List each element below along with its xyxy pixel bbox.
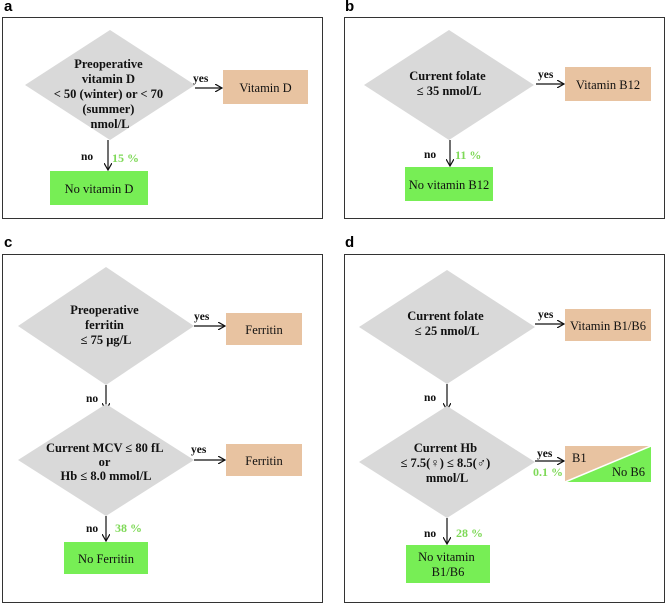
panel-c-decision2-line-2: or xyxy=(99,455,111,469)
panel-c-yes1-box-text: Ferritin xyxy=(245,323,283,337)
panel-b-percent: 11 % xyxy=(455,148,481,162)
panel-d-no-box-text: No vitamin B1/B6 xyxy=(418,550,478,579)
panel-letter-a: a xyxy=(4,0,13,15)
panel-d-decision1-text: Current folate ≤ 25 nmol/L xyxy=(407,309,487,338)
panel-d-yes2-percent: 0.1 % xyxy=(533,465,563,479)
panel-d-decision2-line-3: mmol/L xyxy=(426,471,468,485)
panel-c-no-box-text: No Ferritin xyxy=(78,552,135,566)
panel-c-decision1-line-1: Preoperative xyxy=(70,303,139,317)
panel-letter-c: c xyxy=(4,234,13,251)
panel-d-no-box xyxy=(406,545,490,583)
panel-c-decision2-line-1: Current MCV ≤ 80 fL xyxy=(46,441,163,455)
panel-d-yes1-label: yes xyxy=(538,309,554,321)
panel-c-decision2-text: Current MCV ≤ 80 fL or Hb ≤ 8.0 mmol/L xyxy=(46,441,166,483)
panel-b-frame xyxy=(344,17,665,219)
panel-d-split-top-text: B1 xyxy=(572,451,587,465)
panel-a-decision-line-5: nmol/L xyxy=(91,117,130,131)
panel-d-no-box-line-1: No vitamin xyxy=(418,550,475,564)
panel-d-yes1-box xyxy=(565,309,651,341)
panel-d-decision1-diamond xyxy=(359,270,535,384)
panel-b-decision-text: Current folate ≤ 35 nmol/L xyxy=(409,69,489,98)
panel-c-decision1-line-2: ferritin xyxy=(85,318,124,332)
panel-d-decision2-text: Current Hb ≤ 7.5(♀) ≤ 8.5(♂) mmol/L xyxy=(401,441,494,485)
panel-d-split-divider xyxy=(564,445,652,483)
panel-c-yes2-box-text: Ferritin xyxy=(245,454,283,468)
panel-c-decision2-line-3: Hb ≤ 8.0 mmol/L xyxy=(61,469,152,483)
panel-d-decision2-line-2: ≤ 7.5(♀) ≤ 8.5(♂) xyxy=(401,456,491,470)
panel-d-yes1-box-text: Vitamin B1/B6 xyxy=(570,319,646,333)
panel-a-no-label: no xyxy=(81,151,93,163)
panel-d-no-box-line-2: B1/B6 xyxy=(432,565,465,579)
panel-b-decision-diamond xyxy=(364,30,534,140)
panel-a-yes-label: yes xyxy=(193,73,209,85)
panel-c-decision2-diamond xyxy=(18,404,194,516)
panel-a-decision-text: Preoperative vitamin D < 50 (winter) or … xyxy=(54,57,167,131)
panel-a-decision-line-1: Preoperative xyxy=(74,57,143,71)
panel-d-no1-label: no xyxy=(424,392,436,404)
panel-c-decision1-line-3: ≤ 75 μg/L xyxy=(81,333,132,347)
panel-b-no-box-text: No vitamin B12 xyxy=(409,178,490,192)
panel-a-decision-line-2: vitamin D xyxy=(82,72,135,86)
panel-c-decision1-text: Preoperative ferritin ≤ 75 μg/L xyxy=(70,303,142,347)
panel-a-yes-box xyxy=(223,70,308,104)
panel-a-decision-diamond xyxy=(25,30,195,140)
panel-c-yes1-box xyxy=(226,313,302,345)
panel-c-yes2-label: yes xyxy=(191,444,207,456)
panel-letter-d: d xyxy=(345,234,355,251)
panel-d-decision2-line-1: Current Hb xyxy=(414,441,477,455)
panel-d-decision1-line-1: Current folate xyxy=(407,309,484,323)
panel-letter-b: b xyxy=(345,0,355,15)
panel-b-decision-line-2: ≤ 35 nmol/L xyxy=(417,84,482,98)
panel-d-decision1-line-2: ≤ 25 nmol/L xyxy=(415,324,480,338)
panel-b-yes-label: yes xyxy=(538,69,554,81)
panel-b-no-label: no xyxy=(424,149,436,161)
panel-b-decision-line-1: Current folate xyxy=(409,69,486,83)
panel-d-split-bottom-text: No B6 xyxy=(612,465,645,479)
panel-a-no-box-text: No vitamin D xyxy=(65,182,134,196)
panel-a-yes-box-text: Vitamin D xyxy=(239,81,291,95)
panel-b-no-box xyxy=(405,167,493,201)
panel-b-yes-box xyxy=(565,67,651,101)
panel-a-no-box xyxy=(50,171,148,205)
panel-c-no-box xyxy=(64,542,148,574)
panel-a-decision-line-3: < 50 (winter) or < 70 xyxy=(54,87,163,101)
panel-c-yes1-label: yes xyxy=(194,311,210,323)
panel-c-decision1-diamond xyxy=(18,267,194,385)
panel-c-yes2-box xyxy=(226,444,302,476)
panel-b-yes-box-text: Vitamin B12 xyxy=(576,78,640,92)
panel-c-no2-label: no xyxy=(86,523,98,535)
panel-a-decision-line-4: (summer) xyxy=(82,102,134,116)
panel-c-no1-label: no xyxy=(86,393,98,405)
panel-d-percent: 28 % xyxy=(456,526,483,540)
panel-a-percent: 15 % xyxy=(112,151,139,165)
panel-c-percent: 38 % xyxy=(115,521,142,535)
panel-d-yes2-label: yes xyxy=(537,448,553,460)
panel-d-no2-label: no xyxy=(424,528,436,540)
panel-d-decision2-diamond xyxy=(359,406,535,518)
